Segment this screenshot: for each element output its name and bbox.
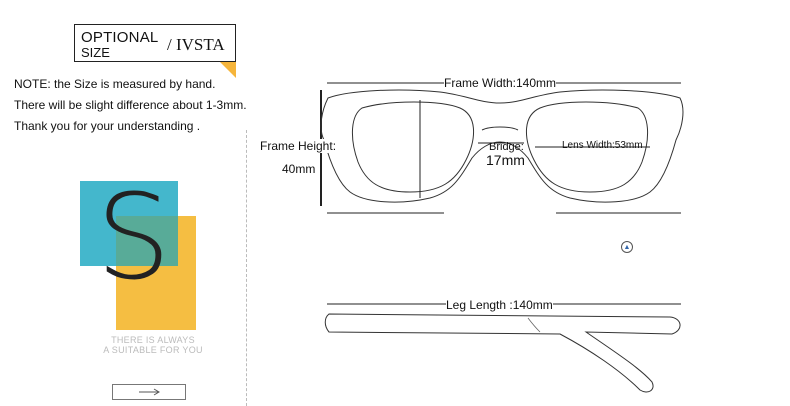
left-lens-outline <box>352 101 475 193</box>
arrow-up-circle-icon: ▲ <box>623 243 631 251</box>
lens-width-label: Lens Width:53mm <box>562 140 643 151</box>
frame-height-label: Frame Height: <box>260 139 337 153</box>
brand-tagline-1: THERE IS ALWAYS <box>111 335 195 345</box>
note-line-2: There will be slight difference about 1-… <box>14 98 247 112</box>
scroll-top-button[interactable]: ▲ <box>621 241 633 253</box>
note-line-1: NOTE: the Size is measured by hand. <box>14 77 216 91</box>
bridge-value: 17mm <box>486 152 525 168</box>
bridge-label: Bridge: <box>489 141 524 153</box>
dashed-divider <box>246 130 247 406</box>
frame-height-value: 40mm <box>282 162 316 176</box>
leg-length-label: Leg Length :140mm <box>446 298 553 312</box>
next-arrow-button[interactable] <box>112 384 186 400</box>
frame-width-label: Frame Width:140mm <box>444 76 557 90</box>
note-line-3: Thank you for your understanding . <box>14 119 201 133</box>
right-lens-outline <box>525 101 648 193</box>
header-box: OPTIONAL SIZE / IVSTA <box>74 24 236 62</box>
front-frame-outline <box>320 89 684 203</box>
brand-tagline-2: A SUITABLE FOR YOU <box>103 345 203 355</box>
brand-letter-s: S <box>96 168 171 306</box>
header-brand-text: / IVSTA <box>167 35 225 54</box>
header-size-text: SIZE <box>81 45 110 60</box>
right-arrow-icon <box>139 388 160 396</box>
temple-arm-outline <box>324 313 681 393</box>
header-optional-text: OPTIONAL <box>81 29 159 46</box>
brand-overlap-square <box>116 216 178 266</box>
header-corner-accent <box>220 62 236 78</box>
